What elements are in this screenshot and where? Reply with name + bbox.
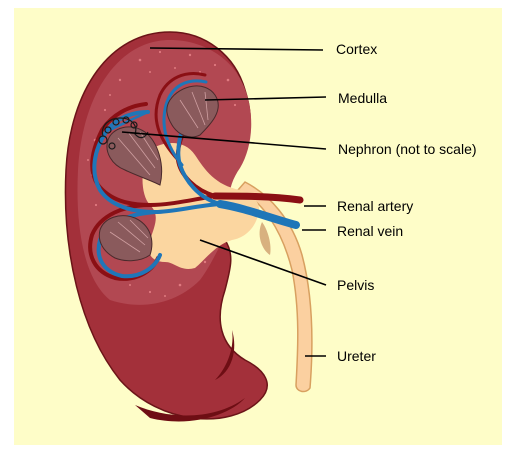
pelvis-label: Pelvis — [337, 277, 374, 293]
medulla-label: Medulla — [338, 90, 387, 106]
ureter-label: Ureter — [337, 348, 376, 364]
renal-vein-label: Renal vein — [337, 223, 403, 239]
cortex-label: Cortex — [336, 41, 377, 57]
renal-artery-label: Renal artery — [337, 198, 413, 214]
nephron-label: Nephron (not to scale) — [338, 141, 477, 157]
